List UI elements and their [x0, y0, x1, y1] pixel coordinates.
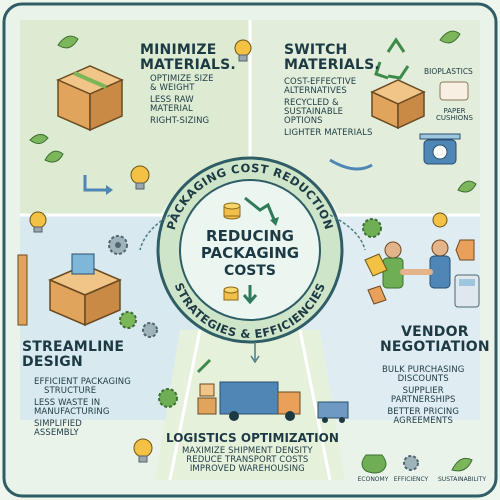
leaf-icon: [29, 35, 79, 163]
coin-stack-icon: [223, 286, 239, 301]
vendor-items: BULK PURCHASING DISCOUNTS SUPPLIER PARTN…: [382, 365, 465, 426]
gear-icon: [158, 388, 178, 408]
leaf-icon: [439, 30, 477, 193]
dollar-bag-icon: [361, 454, 387, 474]
switch-title: SWITCH MATERIALS.: [284, 42, 380, 73]
streamline-items: EFFICIENT PACKAGING STRUCTURE LESS WASTE…: [34, 377, 131, 438]
bulb-icon: [29, 211, 47, 233]
minimize-title: MINIMIZE MATERIALS.: [140, 42, 236, 73]
cardboard-box-icon: [197, 383, 217, 415]
center-title-line3: COSTS: [224, 263, 276, 279]
gear-icon: [108, 235, 158, 338]
scale-icon: [419, 133, 461, 165]
center-disc: [179, 179, 321, 321]
legend-efficiency: EFFICIENCY: [393, 476, 429, 483]
recycle-icon: [374, 37, 410, 80]
cardboard-box-icon: [48, 253, 122, 327]
streamline-title: STREAMLINE DESIGN: [22, 339, 125, 370]
minimize-items: OPTIMIZE SIZE & WEIGHT LESS RAW MATERIAL…: [150, 74, 214, 126]
logistics-items: MAXIMIZE SHIPMENT DENSITY REDUCE TRANSPO…: [182, 446, 313, 474]
down-arrow-icon: [242, 285, 258, 305]
logistics-title: LOGISTICS OPTIMIZATION: [166, 431, 339, 445]
cardboard-box-icon: [370, 79, 426, 130]
truck-icon: [317, 401, 349, 423]
switch-panel: [250, 20, 480, 215]
center-title-line1: REDUCING: [206, 227, 294, 245]
streamline-panel: [20, 215, 200, 420]
down-arrow-icon: [244, 196, 279, 226]
center-title-line2: PACKAGING: [200, 244, 300, 262]
handshake-icon: [382, 239, 451, 289]
switch-items: COST-EFFECTIVE ALTERNATIVES RECYCLED & S…: [284, 77, 373, 138]
dollar-tag-icon: [364, 239, 475, 305]
minimize-panel: [20, 20, 250, 215]
leaf-icon: [451, 457, 473, 472]
vendor-title: VENDOR NEGOTIATION: [380, 324, 490, 355]
calculator-icon: [454, 274, 480, 308]
ruler-icon: [17, 254, 28, 326]
gear-icon: [362, 218, 382, 238]
bioplastics-label: BIOPLASTICS: [424, 67, 473, 76]
cardboard-box-icon: [56, 65, 124, 132]
bulb-icon: [130, 165, 150, 190]
truck-icon: [219, 381, 301, 421]
bulb-icon: [133, 438, 153, 463]
legend-sustainability: SUSTAINABILITY: [438, 476, 487, 483]
paper-cushions-label: PAPER CUSHIONS: [436, 107, 473, 123]
gear-icon: [403, 455, 419, 471]
coin-stack-icon: [223, 202, 241, 220]
bulb-icon: [234, 39, 252, 62]
paper-cushion-icon: [439, 81, 469, 101]
bulb-icon: [432, 212, 448, 228]
legend-economy: ECONOMY: [357, 476, 389, 483]
